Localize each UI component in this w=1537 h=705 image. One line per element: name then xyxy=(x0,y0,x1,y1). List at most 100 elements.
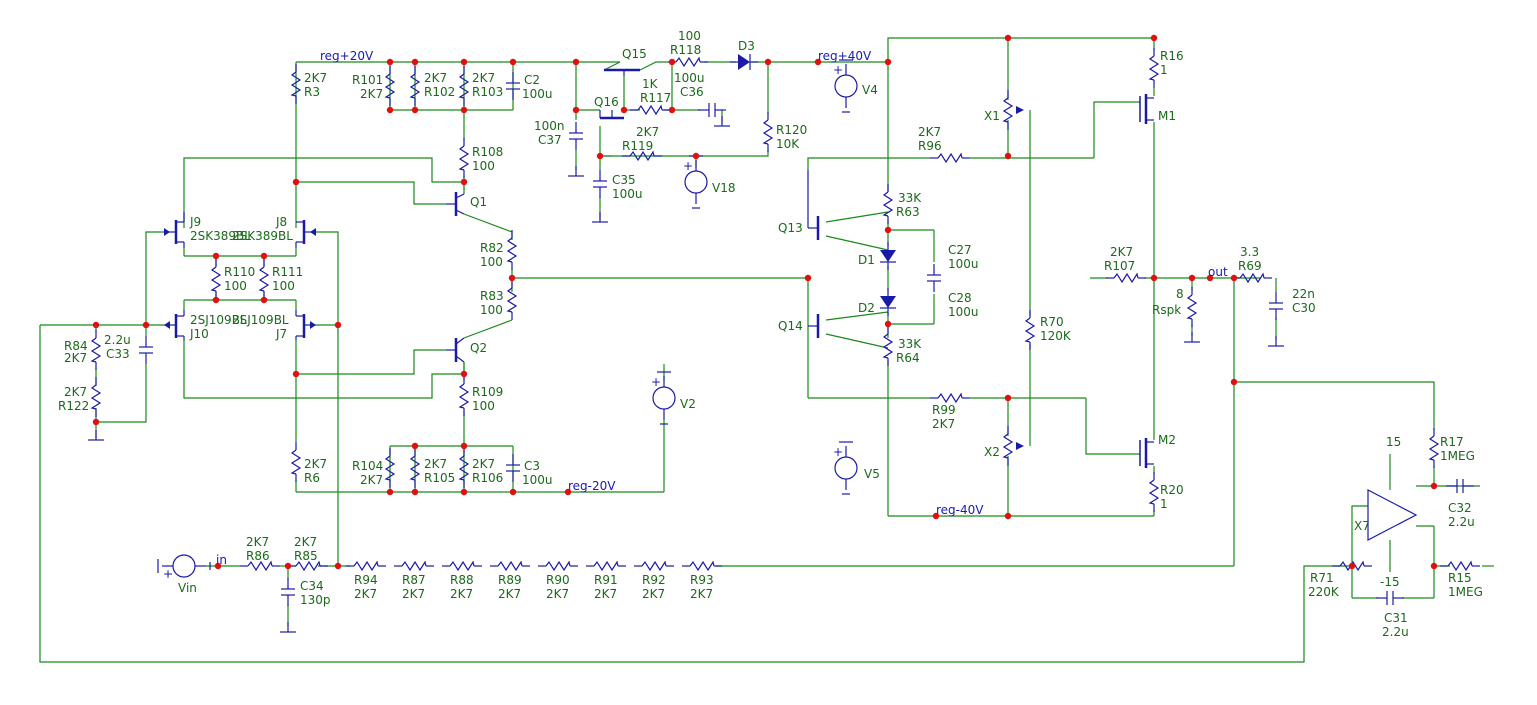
label-R92: R92 xyxy=(642,573,666,587)
label-C2: C2 xyxy=(524,73,540,87)
label-R120: R120 xyxy=(776,123,807,137)
junction-dot xyxy=(1150,274,1158,282)
label-R103v: 2K7 xyxy=(472,71,495,85)
junction-dot xyxy=(212,252,220,260)
label-C34v: 130p xyxy=(300,593,331,607)
label-V18: V18 xyxy=(712,181,735,195)
label-R86: R86 xyxy=(246,549,270,563)
label-R96v: 2K7 xyxy=(918,125,941,139)
net-reg-p40: reg+40V xyxy=(818,49,872,63)
junction-dot xyxy=(292,178,300,186)
label-R122: R122 xyxy=(58,399,89,413)
components xyxy=(87,47,1481,633)
label-M2: M2 xyxy=(1158,433,1176,447)
label-R15: R15 xyxy=(1448,571,1472,585)
label-R82v: 100 xyxy=(480,255,503,269)
label-C32v: 2.2u xyxy=(1448,515,1475,529)
label-Rspk: Rspk xyxy=(1152,303,1181,317)
label-R87v: 2K7 xyxy=(402,587,425,601)
label-R96: R96 xyxy=(918,139,942,153)
label-R102: R102 xyxy=(424,85,455,99)
label-R84: R84 xyxy=(64,339,88,353)
junction-dot xyxy=(460,58,468,66)
label-R63v: 33K xyxy=(898,191,922,205)
label-C27v: 100u xyxy=(948,257,979,271)
junction-dot xyxy=(214,562,222,570)
label-R71: R71 xyxy=(1310,571,1334,585)
label-R108: R108 xyxy=(472,145,503,159)
label-R88v: 2K7 xyxy=(450,587,473,601)
junction-dot xyxy=(92,418,100,426)
junction-dot xyxy=(460,488,468,496)
label-C33v: 2.2u xyxy=(104,333,131,347)
label-C30: C30 xyxy=(1292,301,1316,315)
label-R107: R107 xyxy=(1104,259,1135,273)
label-X2: X2 xyxy=(984,445,1000,459)
label-R107v: 2K7 xyxy=(1110,245,1133,259)
junction-dot xyxy=(596,152,604,160)
junction-dot xyxy=(814,58,822,66)
junction-dot xyxy=(386,106,394,114)
label-X7: X7 xyxy=(1354,519,1370,533)
label-C31: C31 xyxy=(1384,611,1408,625)
label-R16: R16 xyxy=(1160,49,1184,63)
net-reg-m40: reg-40V xyxy=(936,503,984,517)
junction-dot xyxy=(1004,152,1012,160)
label-R104v: 2K7 xyxy=(360,473,383,487)
label-X1: X1 xyxy=(984,109,1000,123)
label-R69v: 3.3 xyxy=(1240,245,1259,259)
junction-dot xyxy=(620,106,628,114)
label-C2v: 100u xyxy=(522,87,553,101)
label-Q16: Q16 xyxy=(594,95,619,109)
label-J9: J9 xyxy=(189,215,201,229)
net-reg-m20: reg-20V xyxy=(568,479,616,493)
junction-dot xyxy=(668,106,676,114)
junction-dot xyxy=(1188,274,1196,282)
label-R110: R110 xyxy=(224,265,255,279)
junction-dot xyxy=(334,562,342,570)
label-D3: D3 xyxy=(738,39,755,53)
label-R87: R87 xyxy=(402,573,426,587)
label-R101v: 2K7 xyxy=(360,87,383,101)
label-R6v: 2K7 xyxy=(304,457,327,471)
label-R90: R90 xyxy=(546,573,570,587)
label-R119v: 2K7 xyxy=(636,125,659,139)
junction-dot xyxy=(460,106,468,114)
label-C37v: 100n xyxy=(534,119,565,133)
junction-dot xyxy=(572,106,580,114)
label-R92v: 2K7 xyxy=(642,587,665,601)
junction-dot xyxy=(1004,394,1012,402)
label-C34: C34 xyxy=(300,579,324,593)
label-R63: R63 xyxy=(896,205,920,219)
label-R101: R101 xyxy=(352,73,383,87)
label-R93: R93 xyxy=(690,573,714,587)
net-out: out xyxy=(1208,265,1228,279)
label-R122v: 2K7 xyxy=(64,385,87,399)
junction-dot xyxy=(460,442,468,450)
label-R106: R106 xyxy=(472,471,503,485)
junction-dot xyxy=(668,58,676,66)
label-J8v: 2SK389BL xyxy=(232,229,293,243)
label-J8: J8 xyxy=(275,215,287,229)
label-15: 15 xyxy=(1386,435,1401,449)
junction-dot xyxy=(411,442,419,450)
label-R109: R109 xyxy=(472,385,503,399)
label-C35: C35 xyxy=(612,173,636,187)
label-R3: R3 xyxy=(304,85,320,99)
label-C30v: 22n xyxy=(1292,287,1315,301)
label-R118v: 100 xyxy=(678,29,701,43)
label-R85v: 2K7 xyxy=(294,535,317,549)
junction-dot xyxy=(411,488,419,496)
label-J7: J7 xyxy=(275,327,287,341)
label-R70v: 120K xyxy=(1040,329,1072,343)
junction-dot xyxy=(260,252,268,260)
label-R85: R85 xyxy=(294,549,318,563)
label-R70: R70 xyxy=(1040,315,1064,329)
label-R82: R82 xyxy=(480,241,504,255)
label-J10: J10 xyxy=(189,327,209,341)
junction-dot xyxy=(564,488,572,496)
label-m15: -15 xyxy=(1380,575,1400,589)
label-R105v: 2K7 xyxy=(424,457,447,471)
label-C27: C27 xyxy=(948,243,972,257)
